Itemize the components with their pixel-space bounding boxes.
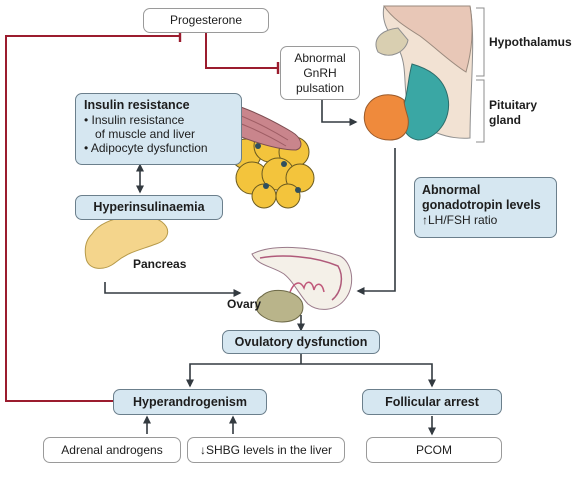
arrow-pituitary-to-ovary — [356, 148, 396, 295]
ovary-label: Ovary — [227, 297, 262, 311]
pituitary-label: Pituitary gland — [489, 98, 537, 128]
gonadotropin-line-2: gonadotropin levels — [422, 198, 541, 212]
progesterone-label: Progesterone — [169, 13, 243, 27]
insulin-item-1: • Insulin resistance — [84, 113, 185, 127]
arrow-pancreas-to-ovary — [104, 282, 242, 297]
gonadotropin-ratio: ↑LH/FSH ratio — [422, 213, 498, 227]
gonadotropin-line-1: Abnormal — [422, 183, 481, 197]
insulin-resistance-box: Insulin resistance • Insulin resistance … — [75, 93, 242, 165]
pituitary-line-2: gland — [489, 113, 521, 127]
hyperinsulinaemia-label: Hyperinsulinaemia — [93, 200, 205, 214]
pituitary-line-1: Pituitary — [489, 98, 538, 112]
gnrh-line-2: GnRH — [303, 66, 337, 80]
hyperinsulinaemia-box: Hyperinsulinaemia — [75, 195, 223, 220]
progesterone-box: Progesterone — [143, 8, 269, 33]
hyperandrogenism-box: Hyperandrogenism — [113, 389, 267, 415]
adrenal-androgens-label: Adrenal androgens — [61, 443, 163, 457]
gnrh-box: Abnormal GnRH pulsation — [280, 46, 360, 100]
gnrh-line-1: Abnormal — [294, 51, 346, 65]
hypothalamus-bracket — [476, 7, 485, 77]
hypothalamus-label: Hypothalamus — [489, 35, 572, 49]
gonadotropin-box: Abnormal gonadotropin levels ↑LH/FSH rat… — [414, 177, 557, 238]
pituitary-bracket — [476, 79, 485, 143]
insulin-item-2: of muscle and liver — [95, 127, 196, 141]
pcom-box: PCOM — [366, 437, 502, 463]
shbg-box: ↓SHBG levels in the liver — [187, 437, 345, 463]
ovulatory-dysfunction-label: Ovulatory dysfunction — [234, 335, 368, 349]
ovulatory-dysfunction-box: Ovulatory dysfunction — [222, 330, 380, 354]
arrow-to-follicular-arrest — [301, 363, 436, 388]
brain-illustration — [363, 5, 474, 141]
inhibition-progesterone-gnrh — [205, 33, 278, 69]
adrenal-androgens-box: Adrenal androgens — [43, 437, 181, 463]
inhibition-hyperandrogenism-loop — [5, 35, 180, 402]
pituitary-anterior-lobe — [363, 94, 409, 141]
ovary-illustration — [251, 247, 353, 323]
arrow-to-hyperandrogenism — [186, 363, 301, 388]
hyperandrogenism-label: Hyperandrogenism — [133, 395, 247, 409]
follicular-arrest-label: Follicular arrest — [385, 395, 479, 409]
gnrh-line-3: pulsation — [295, 81, 345, 95]
follicular-arrest-box: Follicular arrest — [362, 389, 502, 415]
shbg-label: ↓SHBG levels in the liver — [199, 443, 333, 457]
insulin-item-3: • Adipocyte dysfunction — [84, 141, 208, 155]
pancreas-label: Pancreas — [133, 257, 187, 271]
pcom-label: PCOM — [416, 443, 452, 457]
insulin-resistance-title: Insulin resistance — [84, 98, 190, 112]
pituitary-posterior-lobe — [401, 63, 450, 141]
arrow-gnrh-to-pituitary — [321, 100, 358, 126]
